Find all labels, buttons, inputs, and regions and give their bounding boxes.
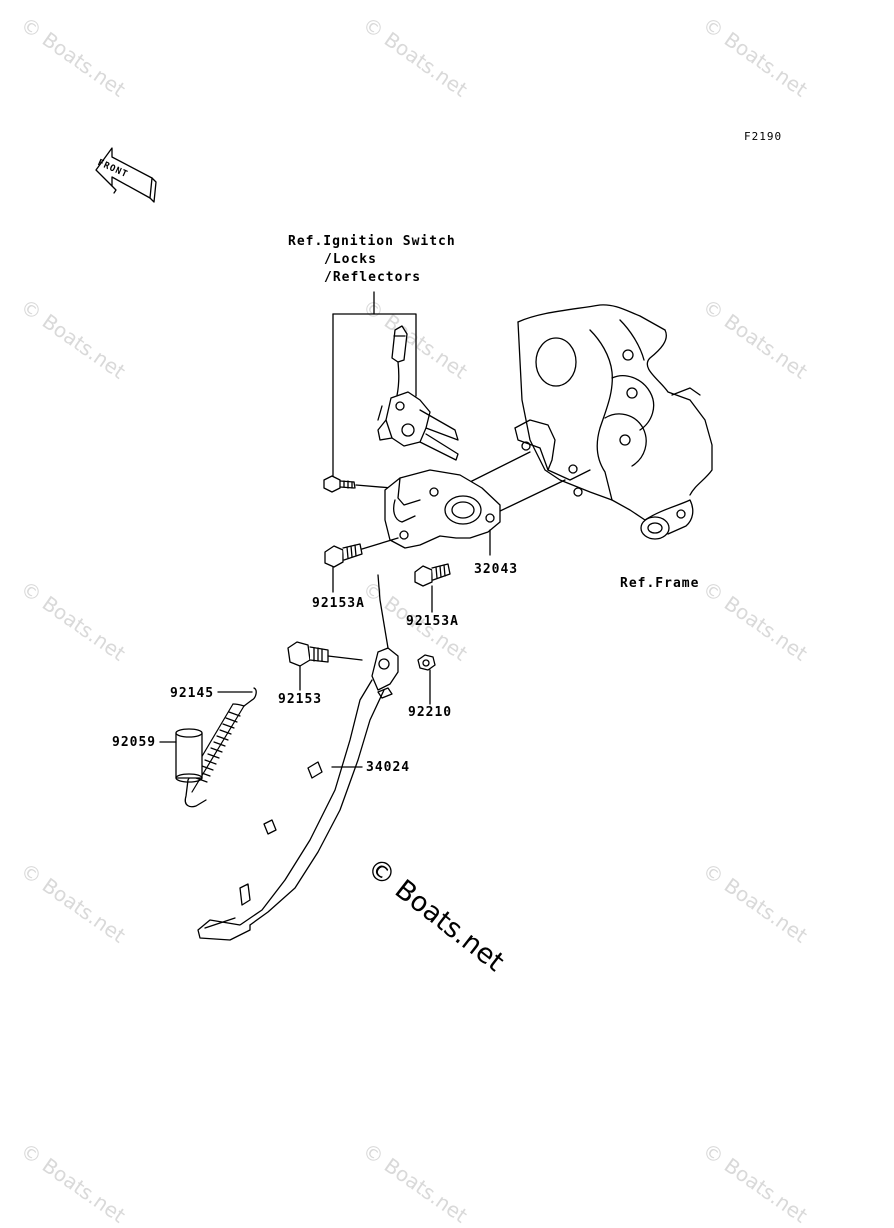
part-label-32043: 32043 bbox=[474, 562, 519, 577]
part-label-92145: 92145 bbox=[170, 686, 215, 701]
part-label-92153A-middle: 92153A bbox=[406, 614, 459, 629]
ref-ignition-line-2: /Locks bbox=[324, 252, 377, 267]
part-label-34024: 34024 bbox=[366, 760, 411, 775]
parts-diagram: © Boats.net © Boats.net © Boats.net © Bo… bbox=[16, 12, 812, 1228]
front-arrow-icon bbox=[95, 147, 157, 203]
figure-code: F2190 bbox=[744, 130, 783, 143]
ref-ignition-line-1: Ref.Ignition Switch bbox=[288, 234, 456, 249]
part-label-92210: 92210 bbox=[408, 705, 453, 720]
part-label-92153A-left: 92153A bbox=[312, 596, 365, 611]
part-label-92153: 92153 bbox=[278, 692, 323, 707]
part-label-92059: 92059 bbox=[112, 735, 157, 750]
diagram-drawing bbox=[95, 147, 713, 941]
ref-ignition-line-3: /Reflectors bbox=[324, 270, 422, 285]
ref-frame-label: Ref.Frame bbox=[620, 576, 700, 591]
